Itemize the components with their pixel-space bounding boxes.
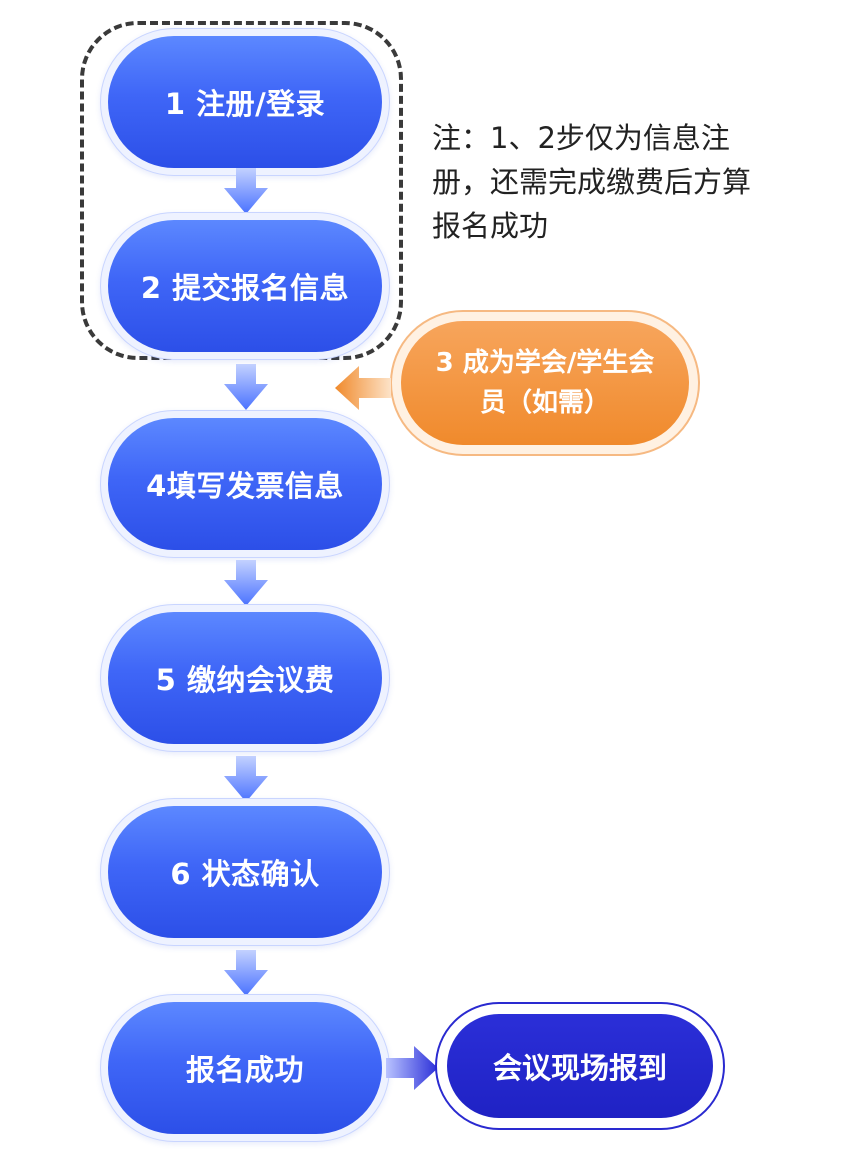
step-onsite-checkin: 会议现场报到 <box>435 1002 725 1130</box>
arrow-down-icon <box>224 364 268 410</box>
step-status-confirm: 6 状态确认 <box>100 798 390 946</box>
step-pay-fee: 5 缴纳会议费 <box>100 604 390 752</box>
step-label: 4填写发票信息 <box>108 418 382 550</box>
arrow-down-icon <box>224 560 268 606</box>
step-label: 2 提交报名信息 <box>108 220 382 352</box>
step-label: 6 状态确认 <box>108 806 382 938</box>
arrow-down-icon <box>224 756 268 802</box>
step-invoice-info: 4填写发票信息 <box>100 410 390 558</box>
step-label: 会议现场报到 <box>447 1014 713 1118</box>
arrow-right-icon <box>386 1046 438 1090</box>
step-label: 3 成为学会/学生会员（如需） <box>401 321 689 445</box>
step-registration-success: 报名成功 <box>100 994 390 1142</box>
step-become-member: 3 成为学会/学生会员（如需） <box>390 310 700 456</box>
step-register-login: 1 注册/登录 <box>100 28 390 176</box>
step-label: 5 缴纳会议费 <box>108 612 382 744</box>
step-submit-info: 2 提交报名信息 <box>100 212 390 360</box>
arrow-left-icon <box>335 366 391 410</box>
registration-note: 注：1、2步仅为信息注册，还需完成缴费后方算报名成功 <box>432 121 752 243</box>
step-label: 报名成功 <box>108 1002 382 1134</box>
arrow-down-icon <box>224 950 268 996</box>
arrow-down-icon <box>224 168 268 214</box>
step-label: 1 注册/登录 <box>108 36 382 168</box>
